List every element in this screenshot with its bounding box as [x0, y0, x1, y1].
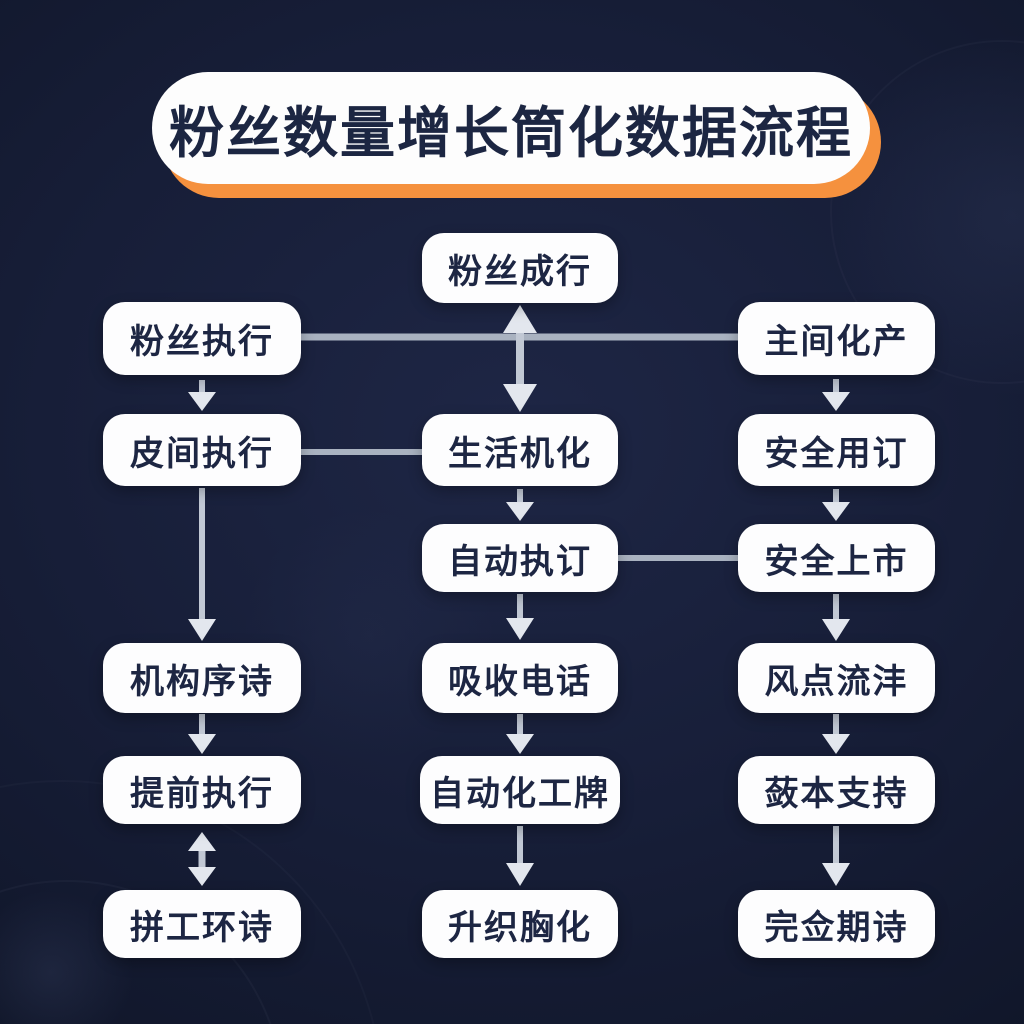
connector-mid2-mid3-arrow — [506, 594, 534, 640]
node-mid-2: 自动执订 — [422, 524, 618, 592]
node-right-5: 蔹本支持 — [738, 756, 935, 824]
node-left-1: 粉丝执行 — [103, 302, 301, 375]
title-banner: 粉丝数量增长筒化数据流程 — [152, 72, 881, 198]
node-mid-5: 升织胸化 — [422, 890, 618, 958]
connector-mid3-mid4-arrow — [506, 714, 534, 754]
connector-left1-left2-arrow — [188, 380, 216, 411]
node-right-6: 完佥期诗 — [738, 890, 935, 958]
node-mid-3: 吸收电话 — [422, 643, 618, 713]
node-mid-1: 生活机化 — [422, 414, 618, 486]
node-left-3: 机构序诗 — [103, 643, 301, 713]
title-pill: 粉丝数量增长筒化数据流程 — [152, 72, 870, 184]
node-top-center: 粉丝成行 — [422, 233, 618, 303]
node-right-2: 安全用订 — [738, 414, 935, 486]
node-right-3: 安全上市 — [738, 524, 935, 592]
node-left-5: 拼工环诗 — [103, 890, 301, 958]
connector-left4-left5-double-arrow — [188, 832, 216, 886]
node-mid-4: 自动化工牌 — [420, 756, 620, 824]
connector-mid1-mid2-arrow — [506, 489, 534, 521]
node-right-4: 风点流沣 — [738, 643, 935, 713]
connector-left2-left3-arrow — [188, 488, 216, 641]
connector-right4-right5-arrow — [822, 714, 850, 754]
node-left-4: 提前执行 — [103, 756, 301, 824]
connector-right2-right3-arrow — [822, 489, 850, 521]
connector-left3-left4-arrow — [188, 714, 216, 754]
node-right-1: 主间化产 — [738, 302, 935, 375]
connector-top-mid1-double-arrow — [503, 305, 537, 412]
page-title: 粉丝数量增长筒化数据流程 — [168, 102, 853, 164]
node-left-2: 皮间执行 — [103, 414, 301, 486]
connector-right3-right4-arrow — [822, 594, 850, 641]
connector-right1-right2-arrow — [822, 379, 850, 411]
connector-mid4-mid5-arrow — [506, 826, 534, 886]
connector-right5-right6-arrow — [822, 826, 850, 886]
